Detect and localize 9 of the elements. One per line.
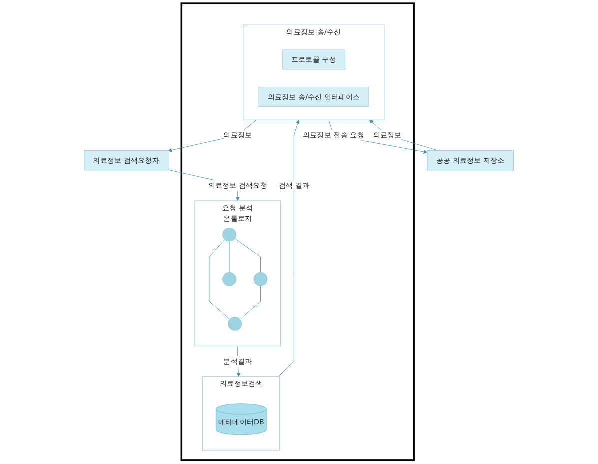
cluster xyxy=(180,2,415,462)
connector xyxy=(229,241,230,273)
node-circle xyxy=(222,228,236,242)
connector xyxy=(240,286,261,320)
node-circle xyxy=(254,272,268,286)
node-circle xyxy=(228,316,242,331)
connector xyxy=(234,238,261,273)
connector xyxy=(209,240,230,320)
node-circle xyxy=(222,272,236,286)
